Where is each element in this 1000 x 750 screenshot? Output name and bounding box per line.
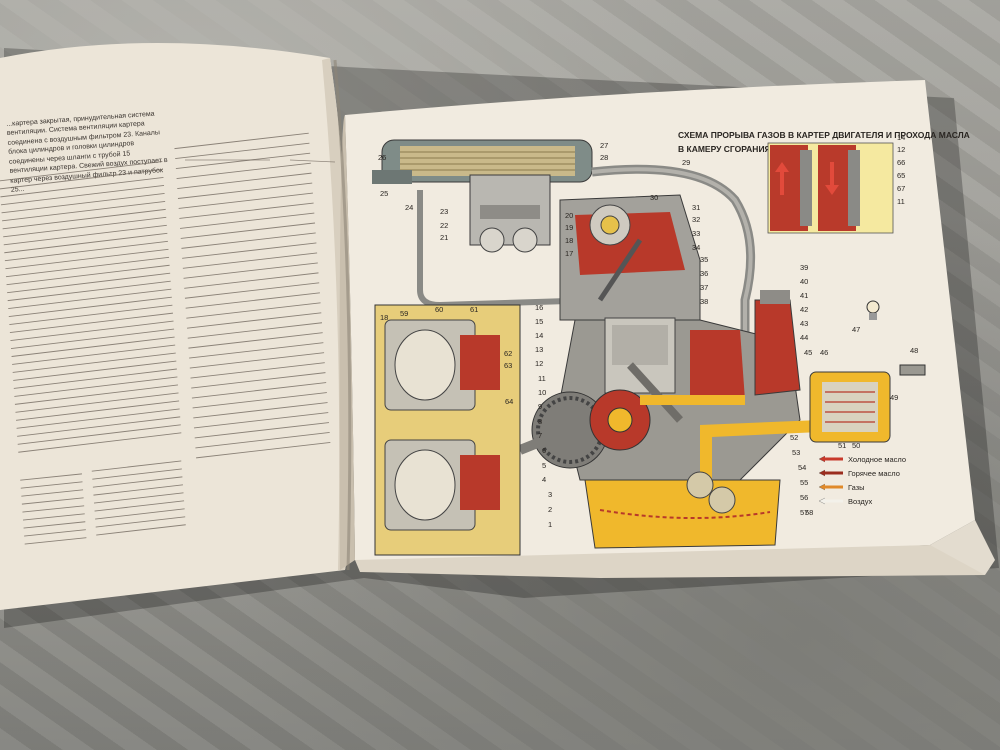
diagram-title-line2: В КАМЕРУ СГОРАНИЯ [678, 144, 771, 154]
callout-37: 37 [700, 283, 708, 292]
callout-17: 17 [565, 249, 573, 258]
left-page [0, 43, 351, 610]
callout-42: 42 [800, 305, 808, 314]
inset-callout-12: 12 [897, 145, 905, 154]
cylinder-head [559, 194, 701, 321]
callout-34: 34 [692, 243, 700, 252]
detail-callout-63: 63 [504, 361, 512, 370]
callout-58: 58 [805, 508, 813, 517]
distributor [754, 290, 801, 396]
callout-18: 18 [565, 236, 573, 245]
detail-callout-18: 18 [380, 313, 388, 322]
legend-arrow-icon [818, 483, 826, 491]
callout-13: 13 [535, 345, 543, 354]
legend-label-2: Газы [848, 483, 865, 492]
throttle-detail-inset [374, 304, 521, 556]
legend-arrow-icon [818, 455, 826, 463]
callout-22: 22 [440, 221, 448, 230]
callout-12: 12 [535, 359, 543, 368]
air-filter [372, 139, 593, 184]
callout-10: 10 [538, 388, 546, 397]
callout-20: 20 [565, 211, 573, 220]
callout-40: 40 [800, 277, 808, 286]
callout-52: 52 [790, 433, 798, 442]
inset-callout-11: 11 [897, 197, 905, 206]
oil-filter [809, 371, 891, 443]
callout-36: 36 [700, 269, 708, 278]
callout-23: 23 [440, 207, 448, 216]
legend-label-0: Холодное масло [848, 455, 906, 464]
callout-53: 53 [792, 448, 800, 457]
inset-callout-66: 66 [897, 158, 905, 167]
callout-47: 47 [852, 325, 860, 334]
detail-callout-62: 62 [504, 349, 512, 358]
inset-callout-14: 14 [897, 133, 905, 142]
detail-callout-59: 59 [400, 309, 408, 318]
detail-callout-60: 60 [435, 305, 443, 314]
callout-19: 19 [565, 223, 573, 232]
callout-16: 16 [535, 303, 543, 312]
callout-28: 28 [600, 153, 608, 162]
diagram-title-line1: СХЕМА ПРОРЫВА ГАЗОВ В КАРТЕР ДВИГАТЕЛЯ И… [678, 130, 970, 140]
inset-piston-ring [767, 142, 894, 234]
legend-label-3: Воздух [848, 497, 872, 506]
callout-11: 11 [538, 374, 546, 383]
callout-44: 44 [800, 333, 808, 342]
callout-50: 50 [852, 441, 860, 450]
detail-callout-64: 64 [505, 397, 513, 406]
callout-3: 3 [548, 490, 552, 499]
callout-15: 15 [535, 317, 543, 326]
oil-sump [584, 395, 820, 549]
callout-5: 5 [542, 461, 546, 470]
callout-1: 1 [548, 520, 552, 529]
callout-39: 39 [800, 263, 808, 272]
callout-31: 31 [692, 203, 700, 212]
callout-56: 56 [800, 493, 808, 502]
callout-45: 45 [804, 348, 812, 357]
callout-32: 32 [692, 215, 700, 224]
inset-callout-65: 65 [897, 171, 905, 180]
callout-46: 46 [820, 348, 828, 357]
callout-38: 38 [700, 297, 708, 306]
callout-24: 24 [405, 203, 413, 212]
callout-35: 35 [700, 255, 708, 264]
callout-27: 27 [600, 141, 608, 150]
callout-57: 57 [800, 508, 808, 517]
callout-49: 49 [890, 393, 898, 402]
callout-8: 8 [538, 417, 542, 426]
callout-7: 7 [538, 431, 542, 440]
callout-41: 41 [800, 291, 808, 300]
oil-pressure-lamp [866, 300, 926, 376]
callout-4: 4 [542, 475, 546, 484]
callout-26: 26 [378, 153, 386, 162]
callout-43: 43 [800, 319, 808, 328]
callout-48: 48 [910, 346, 918, 355]
callout-14: 14 [535, 331, 543, 340]
callout-9: 9 [538, 402, 542, 411]
crankshaft [518, 389, 651, 469]
callout-21: 21 [440, 233, 448, 242]
callout-6: 6 [542, 446, 546, 455]
inset-callout-67: 67 [897, 184, 905, 193]
carburetor [469, 174, 551, 253]
callout-30: 30 [650, 193, 658, 202]
legend-label-1: Горячее масло [848, 469, 900, 478]
callout-25: 25 [380, 189, 388, 198]
callout-54: 54 [798, 463, 806, 472]
callout-2: 2 [548, 505, 552, 514]
legend-arrow-icon [818, 469, 826, 477]
callout-29: 29 [682, 158, 690, 167]
callout-55: 55 [800, 478, 808, 487]
detail-callout-61: 61 [470, 305, 478, 314]
callout-51: 51 [838, 441, 846, 450]
legend-arrow-icon [818, 497, 826, 505]
callout-33: 33 [692, 229, 700, 238]
